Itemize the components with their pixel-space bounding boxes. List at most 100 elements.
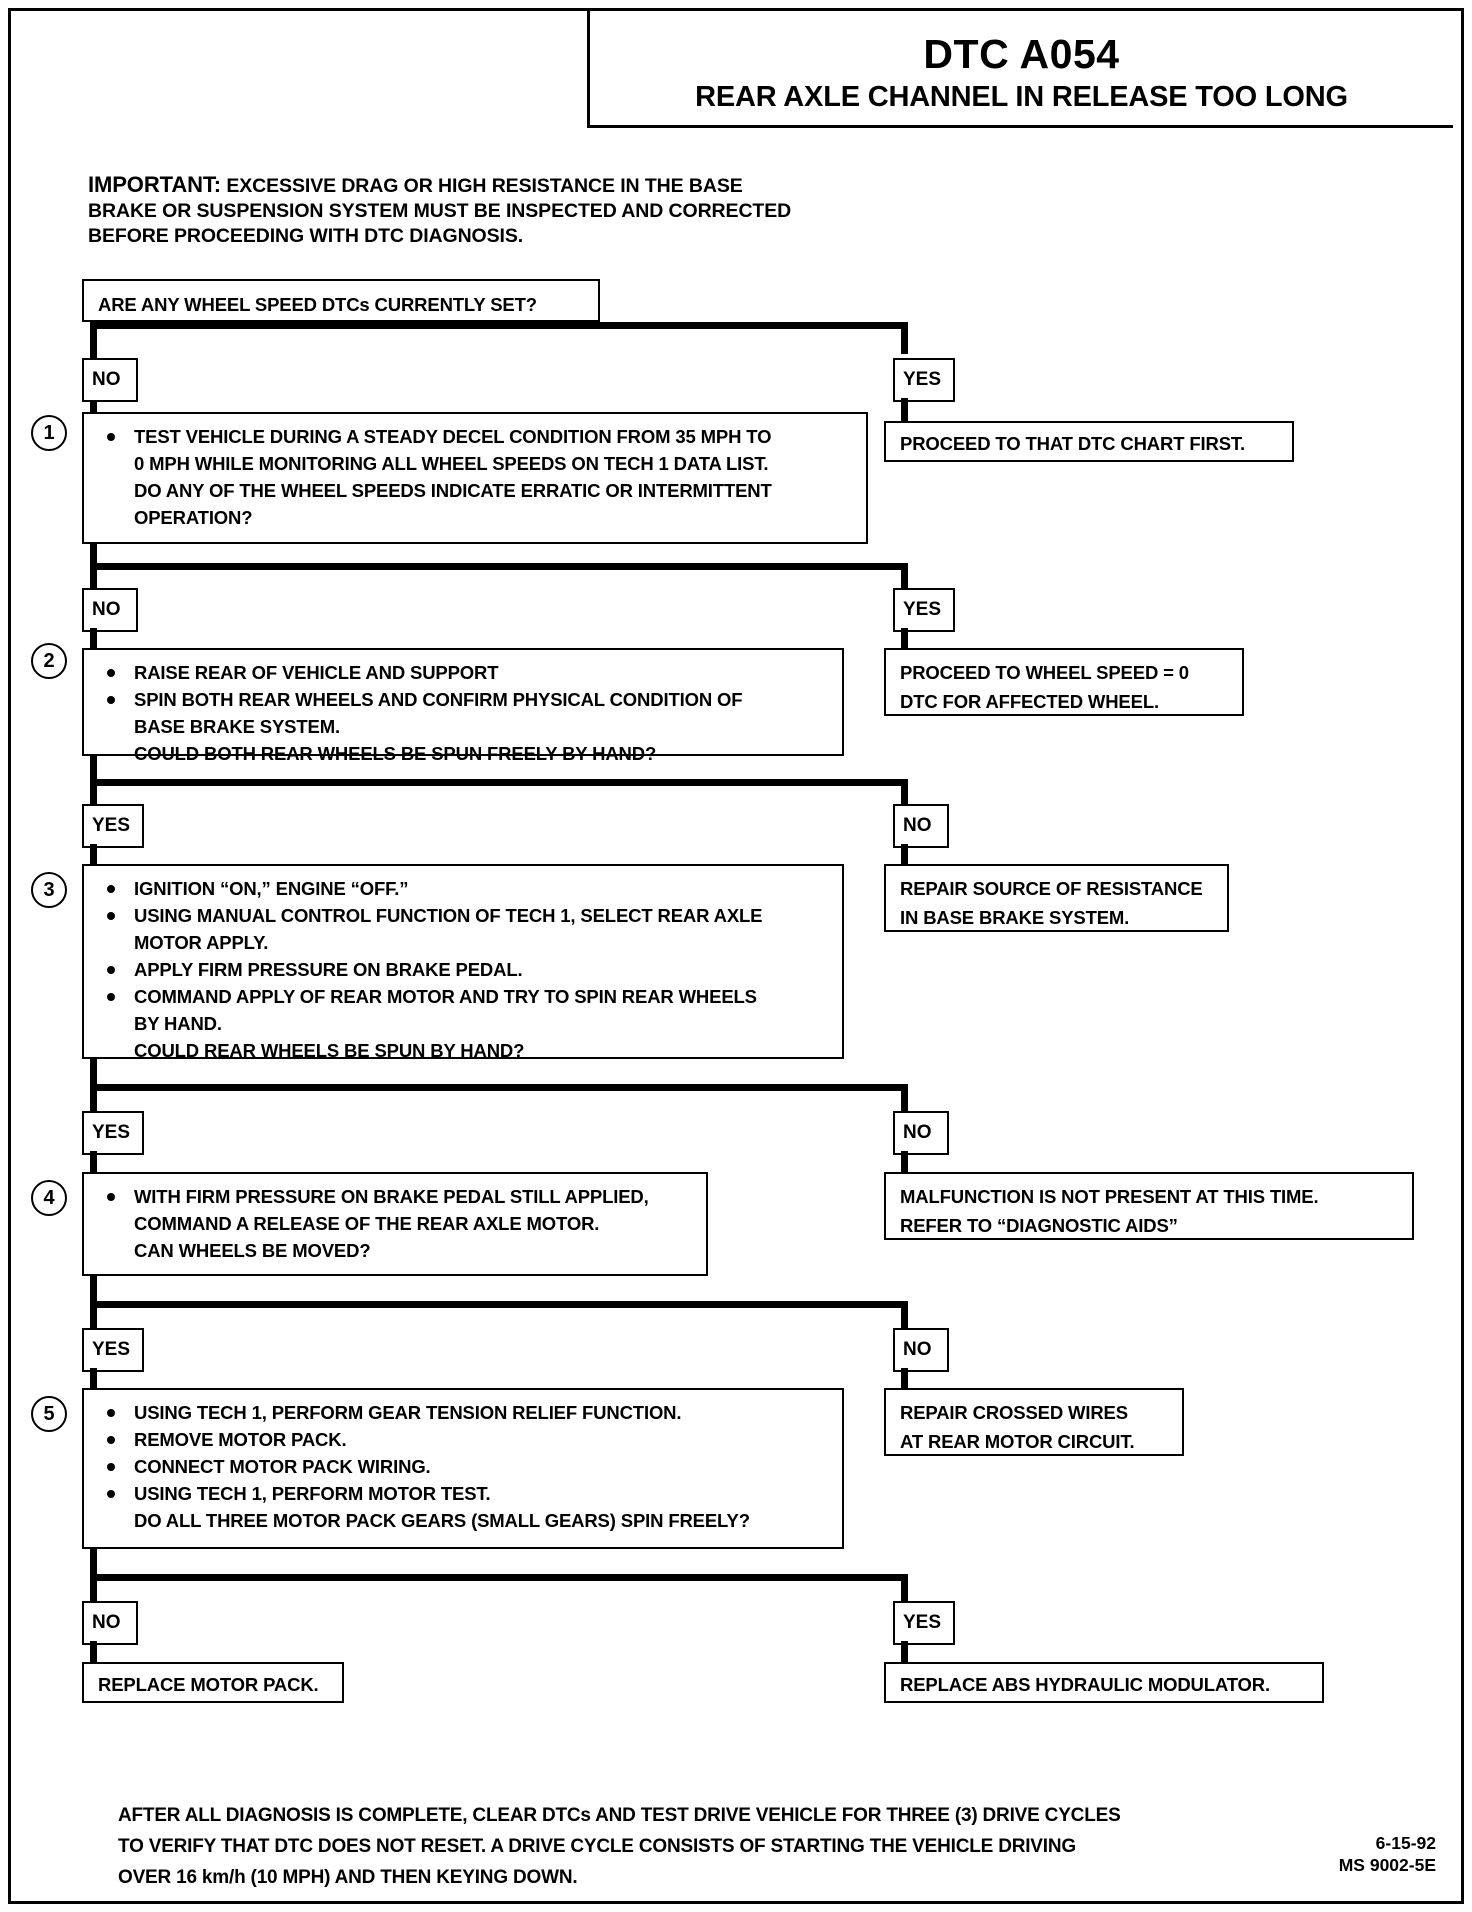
result-box-replace-abs-modulator: REPLACE ABS HYDRAULIC MODULATOR. bbox=[884, 1662, 1324, 1703]
branch-label-q0-no: NO bbox=[82, 358, 138, 402]
branch-label-q0-yes: YES bbox=[893, 358, 955, 402]
branch-label-s4-yes: YES bbox=[82, 1328, 144, 1372]
header-block: DTC A054 REAR AXLE CHANNEL IN RELEASE TO… bbox=[587, 11, 1453, 128]
connector-s2-no-to-result bbox=[901, 844, 908, 868]
connector-s1-yes-to-result bbox=[901, 628, 908, 652]
result-text-line-1: REPAIR SOURCE OF RESISTANCE bbox=[900, 878, 1203, 899]
branch-label-text: NO bbox=[903, 1122, 932, 1143]
footer-line-2: TO VERIFY THAT DTC DOES NOT RESET. A DRI… bbox=[118, 1836, 1076, 1857]
result-text-line-2: DTC FOR AFFECTED WHEEL. bbox=[900, 691, 1159, 712]
step-5-bullet-1: USING TECH 1, PERFORM GEAR TENSION RELIE… bbox=[98, 1399, 830, 1426]
result-text-line-1: MALFUNCTION IS NOT PRESENT AT THIS TIME. bbox=[900, 1186, 1319, 1207]
connector-s3-stem bbox=[90, 1059, 97, 1091]
step-number-1: 1 bbox=[31, 415, 67, 451]
result-text-line-1: PROCEED TO WHEEL SPEED = 0 bbox=[900, 662, 1189, 683]
important-note: IMPORTANT: EXCESSIVE DRAG OR HIGH RESIST… bbox=[88, 172, 868, 249]
branch-label-text: YES bbox=[903, 369, 942, 390]
step-5-bullets: USING TECH 1, PERFORM GEAR TENSION RELIE… bbox=[98, 1399, 830, 1534]
result-box-proceed-dtc-chart: PROCEED TO THAT DTC CHART FIRST. bbox=[884, 421, 1294, 462]
step-number-2: 2 bbox=[31, 643, 67, 679]
important-line-2: BRAKE OR SUSPENSION SYSTEM MUST BE INSPE… bbox=[88, 200, 792, 222]
page-border bbox=[8, 8, 1464, 1904]
step-5-bullet-4: USING TECH 1, PERFORM MOTOR TEST. DO ALL… bbox=[98, 1480, 830, 1534]
connector-s5-yes-to-result bbox=[901, 1641, 908, 1665]
connector-q0-yes-to-result bbox=[901, 398, 908, 424]
footer-line-1: AFTER ALL DIAGNOSIS IS COMPLETE, CLEAR D… bbox=[118, 1805, 1121, 1826]
result-text-line-1: REPAIR CROSSED WIRES bbox=[900, 1402, 1128, 1423]
important-line-1: EXCESSIVE DRAG OR HIGH RESISTANCE IN THE… bbox=[226, 175, 743, 197]
connector-q0-yes-drop bbox=[901, 322, 908, 354]
step-1-bullet-1: TEST VEHICLE DURING A STEADY DECEL CONDI… bbox=[98, 423, 854, 531]
footer-line-3: OVER 16 km/h (10 MPH) AND THEN KEYING DO… bbox=[118, 1867, 578, 1888]
document-id: MS 9002-5E bbox=[1338, 1855, 1436, 1875]
connector-s5-stem bbox=[90, 1549, 97, 1581]
branch-label-s3-yes: YES bbox=[82, 1111, 144, 1155]
result-text: PROCEED TO THAT DTC CHART FIRST. bbox=[900, 433, 1245, 454]
connector-s4-yes-drop bbox=[90, 1301, 97, 1331]
step-1-bullets: TEST VEHICLE DURING A STEADY DECEL CONDI… bbox=[98, 423, 854, 531]
connector-s2-yes-to-step3 bbox=[90, 844, 97, 868]
step-4-bullet-1: WITH FIRM PRESSURE ON BRAKE PEDAL STILL … bbox=[98, 1183, 694, 1264]
step-box-4: WITH FIRM PRESSURE ON BRAKE PEDAL STILL … bbox=[82, 1172, 708, 1276]
branch-label-text: YES bbox=[92, 1339, 131, 1360]
step-5-bullet-2: REMOVE MOTOR PACK. bbox=[98, 1426, 830, 1453]
dtc-title: REAR AXLE CHANNEL IN RELEASE TOO LONG bbox=[695, 81, 1348, 113]
branch-label-s3-no: NO bbox=[893, 1111, 949, 1155]
connector-q0-stem bbox=[90, 322, 97, 352]
branch-label-text: YES bbox=[903, 599, 942, 620]
branch-label-s2-yes: YES bbox=[82, 804, 144, 848]
branch-label-text: YES bbox=[92, 1122, 131, 1143]
result-text: REPLACE ABS HYDRAULIC MODULATOR. bbox=[900, 1674, 1270, 1695]
step-box-1: TEST VEHICLE DURING A STEADY DECEL CONDI… bbox=[82, 412, 868, 544]
connector-s3-no-drop bbox=[901, 1084, 908, 1114]
connector-s3-yes-drop bbox=[90, 1084, 97, 1114]
result-text: REPLACE MOTOR PACK. bbox=[98, 1674, 319, 1695]
branch-label-text: NO bbox=[903, 815, 932, 836]
connector-s2-yes-drop bbox=[90, 779, 97, 807]
branch-label-text: YES bbox=[92, 815, 131, 836]
result-box-proceed-wheel-speed-zero: PROCEED TO WHEEL SPEED = 0 DTC FOR AFFEC… bbox=[884, 648, 1244, 716]
branch-label-text: NO bbox=[92, 369, 121, 390]
connector-s5-bus bbox=[90, 1574, 908, 1581]
branch-label-text: NO bbox=[903, 1339, 932, 1360]
footer-note: AFTER ALL DIAGNOSIS IS COMPLETE, CLEAR D… bbox=[118, 1800, 1178, 1893]
branch-label-s2-no: NO bbox=[893, 804, 949, 848]
branch-label-s5-no: NO bbox=[82, 1601, 138, 1645]
important-line-3: BEFORE PROCEEDING WITH DTC DIAGNOSIS. bbox=[88, 225, 524, 247]
connector-s2-no-drop bbox=[901, 779, 908, 807]
connector-s4-yes-to-step5 bbox=[90, 1368, 97, 1392]
step-number-5: 5 bbox=[31, 1396, 67, 1432]
step-4-bullets: WITH FIRM PRESSURE ON BRAKE PEDAL STILL … bbox=[98, 1183, 694, 1264]
question-text: ARE ANY WHEEL SPEED DTCs CURRENTLY SET? bbox=[98, 294, 537, 315]
connector-s1-no-to-step2 bbox=[90, 628, 97, 652]
branch-label-s5-yes: YES bbox=[893, 1601, 955, 1645]
result-text-line-2: AT REAR MOTOR CIRCUIT. bbox=[900, 1431, 1135, 1452]
connector-s3-bus bbox=[90, 1084, 908, 1091]
step-2-bullet-2: SPIN BOTH REAR WHEELS AND CONFIRM PHYSIC… bbox=[98, 686, 830, 767]
step-3-bullets: IGNITION “ON,” ENGINE “OFF.” USING MANUA… bbox=[98, 875, 830, 1064]
step-box-3: IGNITION “ON,” ENGINE “OFF.” USING MANUA… bbox=[82, 864, 844, 1061]
branch-label-text: NO bbox=[92, 1612, 121, 1633]
connector-s1-yes-drop bbox=[901, 563, 908, 591]
connector-s1-no-drop bbox=[90, 563, 97, 591]
step-box-5: USING TECH 1, PERFORM GEAR TENSION RELIE… bbox=[82, 1388, 844, 1549]
connector-s1-bus bbox=[90, 563, 908, 570]
connector-s5-yes-drop bbox=[901, 1574, 908, 1604]
connector-q0-bus bbox=[90, 322, 908, 329]
question-box-wheel-speed-dtcs: ARE ANY WHEEL SPEED DTCs CURRENTLY SET? bbox=[82, 279, 600, 322]
step-3-bullet-3: APPLY FIRM PRESSURE ON BRAKE PEDAL. bbox=[98, 956, 830, 983]
result-text-line-2: IN BASE BRAKE SYSTEM. bbox=[900, 907, 1130, 928]
result-box-malfunction-not-present: MALFUNCTION IS NOT PRESENT AT THIS TIME.… bbox=[884, 1172, 1414, 1240]
step-3-bullet-2: USING MANUAL CONTROL FUNCTION OF TECH 1,… bbox=[98, 902, 830, 956]
step-2-bullets: RAISE REAR OF VEHICLE AND SUPPORT SPIN B… bbox=[98, 659, 830, 767]
connector-s4-no-to-result bbox=[901, 1368, 908, 1392]
branch-label-s4-no: NO bbox=[893, 1328, 949, 1372]
step-2-bullet-1: RAISE REAR OF VEHICLE AND SUPPORT bbox=[98, 659, 830, 686]
connector-s2-stem bbox=[90, 756, 97, 786]
connector-s5-no-to-result bbox=[90, 1641, 97, 1665]
result-box-repair-resistance: REPAIR SOURCE OF RESISTANCE IN BASE BRAK… bbox=[884, 864, 1229, 932]
branch-label-s1-yes: YES bbox=[893, 588, 955, 632]
connector-s4-stem bbox=[90, 1276, 97, 1308]
connector-s5-no-drop bbox=[90, 1574, 97, 1604]
step-box-2: RAISE REAR OF VEHICLE AND SUPPORT SPIN B… bbox=[82, 648, 844, 764]
